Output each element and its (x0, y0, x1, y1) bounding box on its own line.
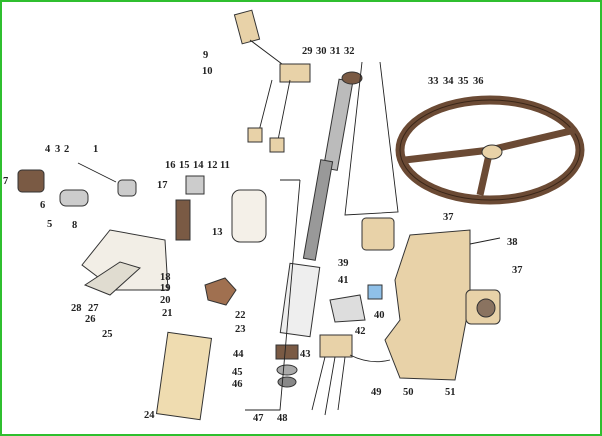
label-43: 43 (300, 349, 311, 360)
label-24: 24 (144, 410, 155, 421)
label-27: 27 (88, 303, 99, 314)
label-41: 41 (338, 275, 349, 286)
label-20: 20 (160, 295, 171, 306)
cover-24 (155, 331, 213, 421)
part-7 (17, 169, 45, 193)
label-35: 35 (458, 76, 469, 87)
label-10: 10 (202, 66, 213, 77)
label-37-bottom: 37 (512, 265, 523, 276)
label-37-top: 37 (443, 212, 454, 223)
steering-shaft (302, 71, 363, 261)
label-39: 39 (338, 258, 349, 269)
part-11 (231, 189, 267, 243)
label-26: 26 (85, 314, 96, 325)
label-25: 25 (102, 329, 113, 340)
label-38: 38 (507, 237, 518, 248)
label-36: 36 (473, 76, 484, 87)
label-8: 8 (72, 220, 77, 231)
column-tube (275, 262, 321, 388)
label-7: 7 (3, 176, 8, 187)
label-47: 47 (253, 413, 264, 424)
callout-labels: 1 2 3 4 5 6 7 8 9 10 11 12 13 14 15 16 1… (3, 46, 523, 424)
label-32: 32 (344, 46, 355, 57)
label-50: 50 (403, 387, 414, 398)
label-45: 45 (232, 367, 243, 378)
label-40: 40 (374, 310, 385, 321)
knob-21 (204, 277, 237, 306)
label-2: 2 (64, 144, 69, 155)
label-46: 46 (232, 379, 243, 390)
label-9: 9 (203, 50, 208, 61)
part-5 (59, 189, 89, 207)
part-15 (185, 175, 205, 195)
wiper-switch (233, 9, 311, 153)
part-1 (117, 179, 137, 197)
label-22: 22 (235, 310, 246, 321)
label-11: 11 (220, 160, 230, 171)
label-5: 5 (47, 219, 52, 230)
part-17 (175, 199, 191, 241)
label-33: 33 (428, 76, 439, 87)
label-51: 51 (445, 387, 456, 398)
label-48: 48 (277, 413, 288, 424)
column-bracket (81, 229, 169, 296)
label-12: 12 (207, 160, 218, 171)
label-28: 28 (71, 303, 82, 314)
label-18: 18 (160, 272, 171, 283)
label-14: 14 (193, 160, 204, 171)
label-44: 44 (233, 349, 244, 360)
label-17: 17 (157, 180, 168, 191)
label-4: 4 (45, 144, 51, 155)
steering-wheel (395, 95, 585, 205)
label-16: 16 (165, 160, 176, 171)
label-34: 34 (443, 76, 454, 87)
label-31: 31 (330, 46, 341, 57)
column-housing (311, 217, 501, 416)
label-42: 42 (355, 326, 366, 337)
label-13: 13 (212, 227, 223, 238)
label-15: 15 (179, 160, 190, 171)
label-29: 29 (302, 46, 313, 57)
label-23: 23 (235, 324, 246, 335)
label-1: 1 (93, 144, 98, 155)
label-19: 19 (160, 283, 171, 294)
label-30: 30 (316, 46, 327, 57)
label-3: 3 (55, 144, 60, 155)
label-6: 6 (40, 200, 45, 211)
label-21: 21 (162, 308, 173, 319)
label-49: 49 (371, 387, 382, 398)
